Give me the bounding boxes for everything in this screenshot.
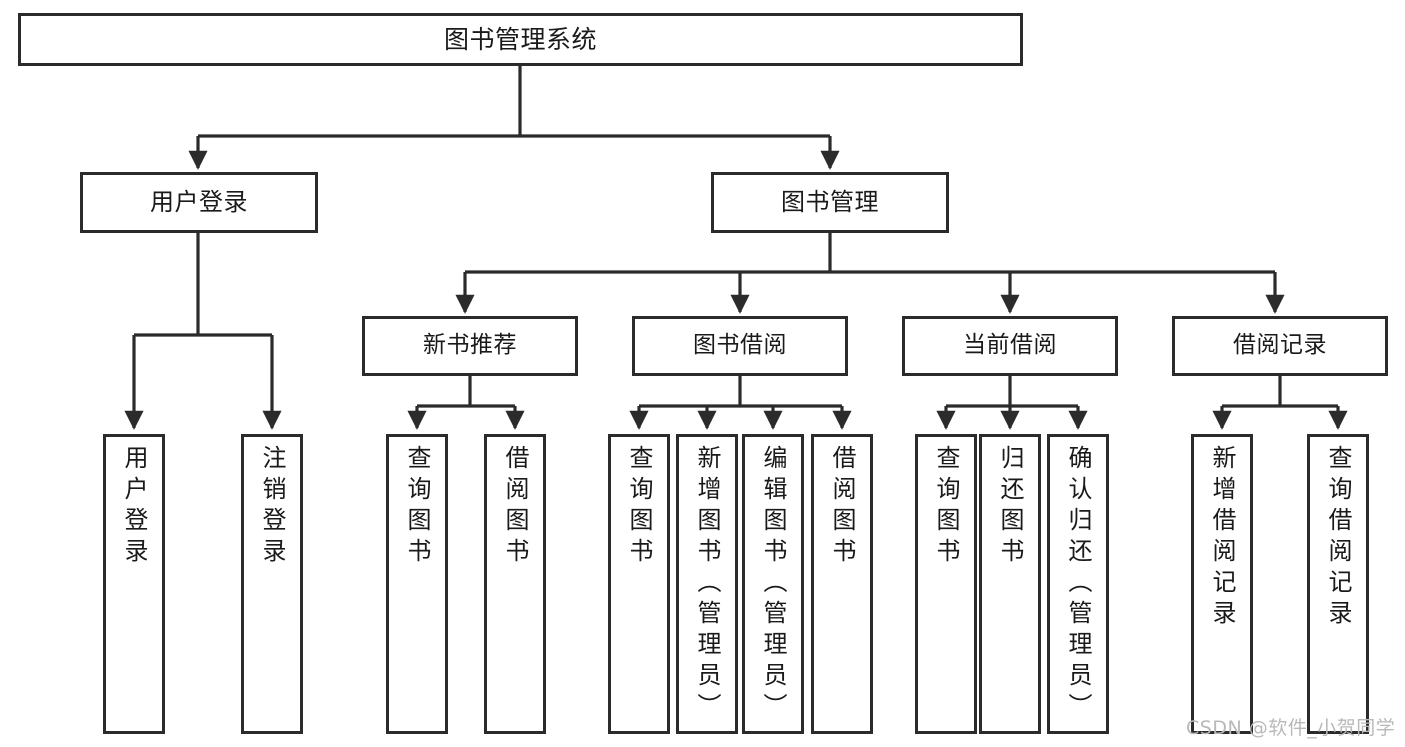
node-label: 查询图书: [403, 445, 431, 569]
node-label: 用户登录: [150, 188, 248, 217]
node-label: 注销登录: [258, 445, 286, 569]
node-label: 借阅图书: [828, 445, 856, 569]
node-book-management[interactable]: 图书管理: [711, 172, 949, 233]
node-label: 新书推荐: [423, 332, 517, 359]
leaf-borrow-record-add-record[interactable]: 新增借阅记录: [1191, 434, 1253, 734]
node-book-management-system[interactable]: 图书管理系统: [18, 13, 1023, 66]
leaf-borrow-record-query-record[interactable]: 查询借阅记录: [1307, 434, 1369, 734]
node-label: 归还图书: [996, 445, 1024, 569]
node-label: 确认归还（管理员）: [1064, 445, 1092, 724]
csdn-watermark: CSDN @软件_小贺同学: [1186, 717, 1396, 739]
node-label: 查询借阅记录: [1324, 445, 1352, 631]
node-label: 图书管理系统: [443, 24, 597, 54]
node-book-borrow[interactable]: 图书借阅: [632, 316, 848, 376]
node-borrow-record[interactable]: 借阅记录: [1172, 316, 1388, 376]
node-new-book-recommend[interactable]: 新书推荐: [362, 316, 578, 376]
node-label: 当前借阅: [963, 332, 1057, 359]
leaf-book-borrow-borrow-book[interactable]: 借阅图书: [811, 434, 873, 734]
node-label: 新增借阅记录: [1208, 445, 1236, 631]
leaf-book-borrow-edit-book[interactable]: 编辑图书（管理员）: [742, 434, 804, 734]
node-label: 图书借阅: [693, 332, 787, 359]
node-label: 查询图书: [932, 445, 960, 569]
node-label: 借阅记录: [1233, 332, 1327, 359]
leaf-current-borrow-confirm-return[interactable]: 确认归还（管理员）: [1047, 434, 1109, 734]
node-label: 借阅图书: [501, 445, 529, 569]
node-label: 图书管理: [781, 188, 879, 217]
leaf-current-borrow-return-book[interactable]: 归还图书: [979, 434, 1041, 734]
leaf-user-login-login[interactable]: 用户登录: [103, 434, 165, 734]
node-label: 查询图书: [625, 445, 653, 569]
leaf-book-borrow-add-book[interactable]: 新增图书（管理员）: [676, 434, 738, 734]
node-label: 新增图书（管理员）: [693, 445, 721, 724]
node-user-login[interactable]: 用户登录: [80, 172, 318, 233]
node-label: 编辑图书（管理员）: [759, 445, 787, 724]
leaf-user-login-logout[interactable]: 注销登录: [241, 434, 303, 734]
node-label: 用户登录: [120, 445, 148, 569]
node-current-borrow[interactable]: 当前借阅: [902, 316, 1118, 376]
leaf-current-borrow-query-book[interactable]: 查询图书: [915, 434, 977, 734]
leaf-new-book-query-book[interactable]: 查询图书: [386, 434, 448, 734]
leaf-new-book-borrow-book[interactable]: 借阅图书: [484, 434, 546, 734]
leaf-book-borrow-query-book[interactable]: 查询图书: [608, 434, 670, 734]
